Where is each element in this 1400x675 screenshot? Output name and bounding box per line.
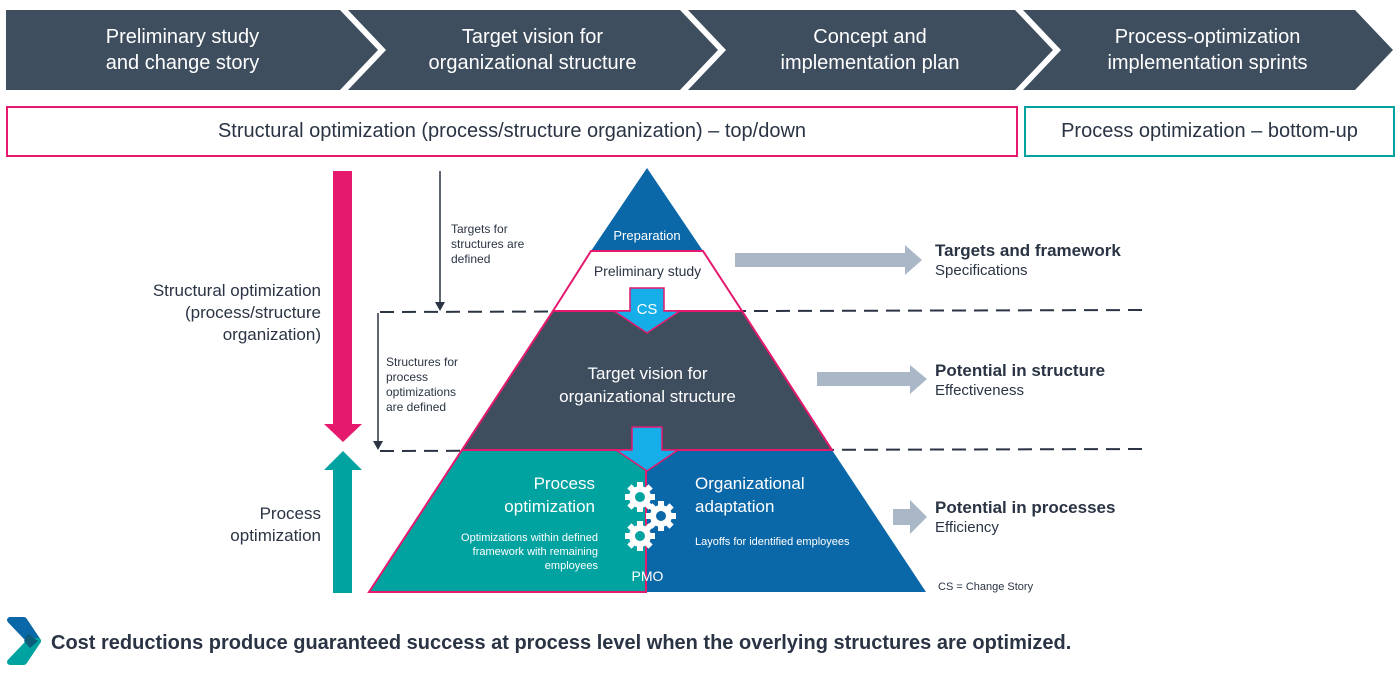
phase-label-1: Preliminary study and change story — [105, 26, 260, 74]
process-optimization-segment-label: Process optimization — [504, 474, 595, 516]
structural-optimization-label: Structural optimization (process/structu… — [152, 281, 321, 344]
outcome-3-subtitle: Efficiency — [935, 519, 999, 536]
preparation-label: Preparation — [613, 228, 681, 243]
phase-chevron-1 — [6, 10, 378, 90]
phase-label-2: Target vision for organizational structu… — [428, 26, 637, 74]
phase-chevron-4 — [1023, 10, 1393, 90]
flow-down-arrow — [613, 426, 681, 472]
cs-label: CS — [636, 301, 658, 318]
target-vision-label: Target vision for organizational structu… — [559, 364, 736, 406]
conclusion-chevron-icon — [7, 617, 41, 665]
legend-note: CS = Change Story — [938, 581, 1034, 593]
conclusion-text: Cost reductions produce guaranteed succe… — [51, 632, 1072, 654]
outcome-2-title: Potential in structure — [935, 361, 1106, 380]
outcome-2-subtitle: Effectiveness — [935, 382, 1024, 399]
organizational-adaptation-label: Organizational adaptation — [695, 474, 805, 516]
outcome-3: Potential in processes Efficiency — [935, 497, 1115, 537]
targets-note: Targets for structures are defined — [451, 222, 525, 266]
structures-note: Structures for process optimizations are… — [386, 355, 459, 414]
outcome-arrow-1 — [735, 245, 922, 275]
outcome-arrow-2 — [817, 365, 927, 394]
divider-dashed-1 — [379, 309, 1146, 313]
organizational-adaptation-desc: Layoffs for identified employees — [695, 536, 850, 548]
outcome-1-title: Targets and framework — [935, 241, 1121, 260]
outcome-3-title: Potential in processes — [935, 498, 1116, 517]
outcome-1-subtitle: Specifications — [935, 262, 1028, 279]
phase-label-4: Process-optimization implementation spri… — [1107, 26, 1308, 74]
phase-chevron-3 — [688, 10, 1053, 90]
pmo-label: PMO — [631, 568, 664, 584]
structural-down-arrow — [324, 171, 362, 442]
phase-label-3: Concept and implementation plan — [780, 26, 960, 74]
cs-down-arrow — [611, 287, 683, 334]
structures-note-arrowhead — [373, 441, 383, 450]
outcome-arrow-3 — [893, 500, 927, 534]
preliminary-study-label: Preliminary study — [593, 263, 702, 279]
bottom-up-band: Process optimization – bottom-up — [1024, 106, 1395, 157]
gear-icon — [625, 482, 676, 551]
process-optimization-label: Process optimization — [230, 504, 321, 545]
outcome-2: Potential in structure Effectiveness — [935, 360, 1105, 400]
pyramid-preparation — [591, 168, 703, 251]
targets-note-arrowhead — [435, 302, 445, 311]
process-up-arrow — [324, 451, 362, 593]
process-optimization-desc: Optimizations within defined framework w… — [461, 532, 598, 572]
phase-chevron-2 — [348, 10, 718, 90]
outcome-1: Targets and framework Specifications — [935, 240, 1121, 280]
top-down-band: Structural optimization (process/structu… — [6, 106, 1018, 157]
